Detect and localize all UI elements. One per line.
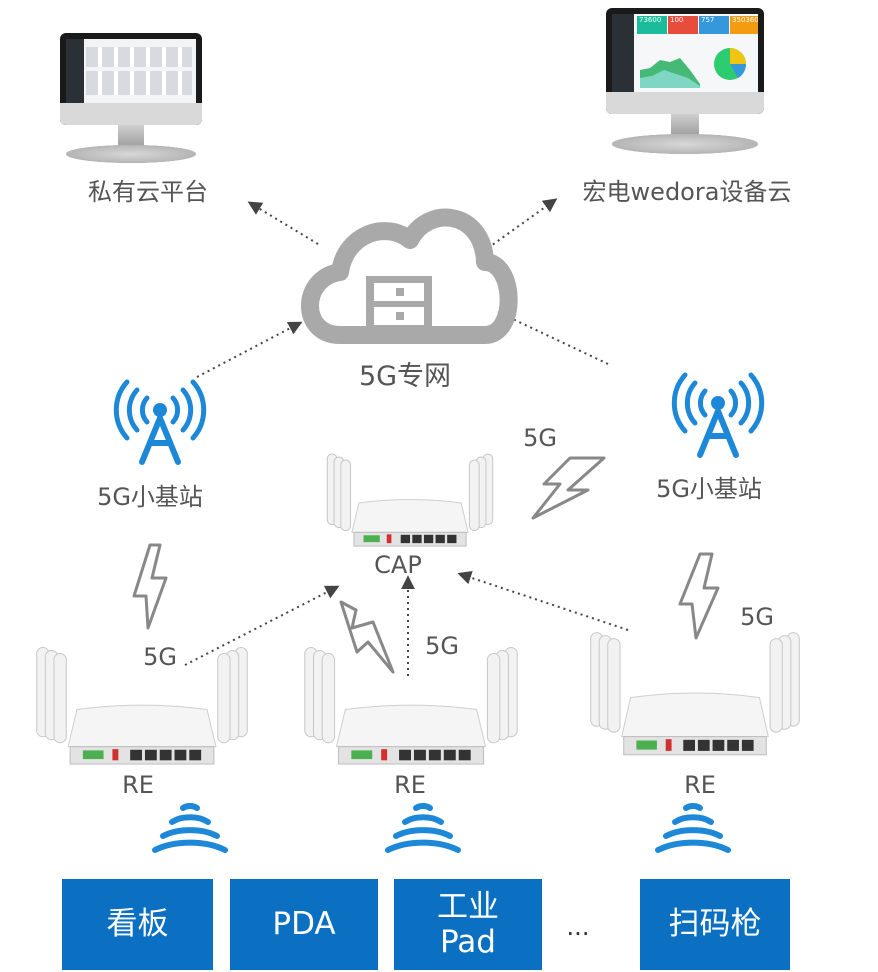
base-station-icon-right bbox=[671, 372, 765, 458]
link-cloud-to-private-cloud bbox=[247, 201, 319, 245]
dashboard-tile: 100 bbox=[668, 16, 698, 34]
link-label-center: 5G bbox=[425, 632, 459, 660]
lightning-icon-left bbox=[132, 543, 168, 630]
vendor-cloud-label: 宏电wedora设备云 bbox=[582, 178, 792, 206]
endpoint-label: PDA bbox=[272, 906, 336, 943]
link-label-left: 5G bbox=[143, 643, 177, 671]
private-network-label: 5G专网 bbox=[358, 361, 452, 392]
re-right-label: RE bbox=[684, 771, 716, 799]
lightning-icon-center bbox=[339, 600, 395, 674]
cap-router bbox=[322, 452, 498, 550]
link-label-right: 5G bbox=[740, 603, 774, 631]
endpoint-box: 工业 Pad bbox=[394, 879, 542, 970]
wifi-icon-center bbox=[385, 803, 461, 853]
re-center-label: RE bbox=[394, 771, 426, 799]
link-left-station-to-cloud bbox=[196, 321, 303, 378]
endpoint-label: 扫码枪 bbox=[668, 906, 762, 943]
link-label-cap-station: 5G bbox=[523, 424, 557, 452]
re-router-right bbox=[584, 630, 806, 760]
base-station-right-label: 5G小基站 bbox=[656, 475, 762, 503]
dashboard-tile: 73600 bbox=[637, 16, 667, 34]
endpoint-box: PDA bbox=[230, 879, 378, 970]
router-illustration bbox=[326, 453, 494, 547]
base-station-left-label: 5G小基站 bbox=[97, 483, 203, 511]
router-illustration bbox=[304, 646, 518, 765]
wifi-icon-left bbox=[152, 803, 228, 853]
private-cloud-monitor bbox=[60, 33, 202, 163]
private-cloud-label: 私有云平台 bbox=[88, 178, 208, 206]
vendor-cloud-monitor: 73600 100 757 350360 bbox=[606, 8, 764, 154]
link-right-station-to-cloud bbox=[497, 311, 609, 365]
re-router-left bbox=[30, 645, 254, 769]
ellipsis: ... bbox=[566, 913, 590, 941]
wifi-icon-right bbox=[655, 803, 731, 853]
lightning-icon-cap-station bbox=[531, 456, 606, 520]
re-left-label: RE bbox=[122, 771, 154, 799]
link-cloud-to-vendor-cloud bbox=[487, 198, 558, 249]
endpoint-box: 看板 bbox=[62, 879, 213, 970]
endpoint-box: 扫码枪 bbox=[640, 879, 790, 970]
link-right-re-to-cap bbox=[457, 570, 629, 631]
re-router-center bbox=[298, 645, 524, 769]
endpoint-label: 工业 Pad bbox=[437, 889, 499, 960]
base-station-icon-left bbox=[113, 379, 207, 465]
cloud-server-icon bbox=[301, 208, 518, 344]
endpoint-label: 看板 bbox=[106, 906, 169, 943]
dashboard-tile: 350360 bbox=[730, 16, 758, 34]
cap-label: CAP bbox=[374, 551, 422, 579]
router-illustration bbox=[36, 646, 248, 765]
lightning-icon-right bbox=[678, 552, 720, 640]
dashboard-chart-icon bbox=[640, 48, 747, 88]
router-illustration bbox=[590, 632, 800, 756]
link-left-re-to-cap bbox=[184, 585, 340, 666]
dashboard-tile: 757 bbox=[699, 16, 729, 34]
